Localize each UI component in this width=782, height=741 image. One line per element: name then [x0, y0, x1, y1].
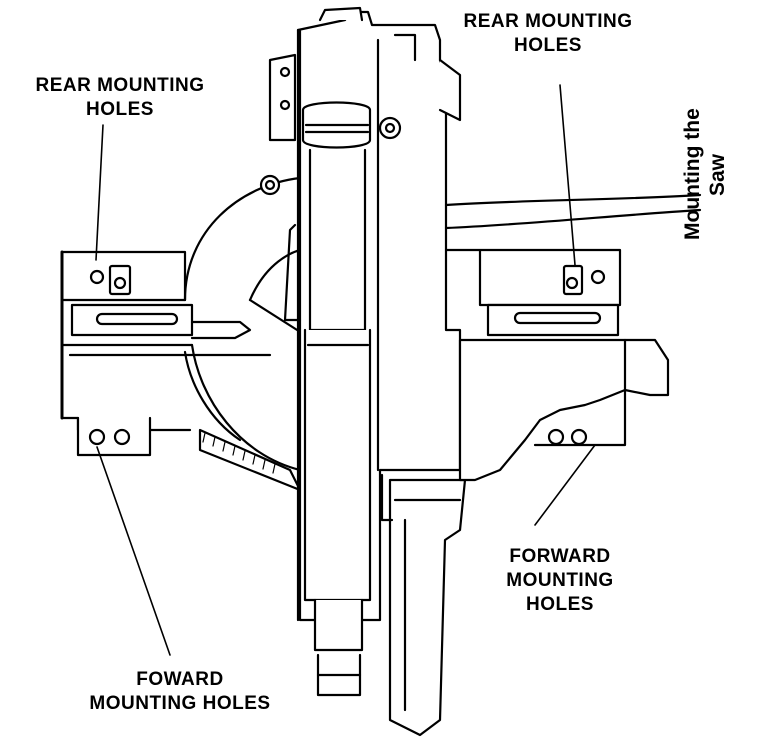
turntable [183, 176, 312, 492]
saw-arm-column [259, 6, 462, 697]
right-base-block [444, 193, 702, 482]
label-foward-mounting-holes: FOWARD MOUNTING HOLES [89, 669, 271, 714]
right-front-hole-1 [547, 428, 565, 446]
label-rear-mounting-holes-left: REAR MOUNTING HOLES [35, 75, 205, 120]
left-rear-hole-2 [113, 276, 127, 290]
label-forward-mounting-holes: FORWARD MOUNTING HOLES [506, 546, 614, 615]
right-rear-hole-1 [565, 276, 579, 290]
left-front-hole-2 [113, 428, 131, 446]
leader-rear-left [95, 124, 104, 261]
leader-forward-right [534, 444, 596, 526]
side-title-mounting-the-saw: Mounting the Saw [681, 108, 729, 240]
leader-rear-right [559, 84, 576, 266]
left-base-block [60, 250, 272, 457]
right-rear-hole-2 [590, 269, 606, 285]
left-front-hole-1 [88, 428, 106, 446]
label-rear-mounting-holes-right: REAR MOUNTING HOLES [463, 11, 633, 56]
left-rear-hole-1 [89, 269, 105, 285]
leader-lines [95, 84, 596, 656]
right-front-hole-2 [570, 428, 588, 446]
lower-handle [380, 473, 467, 737]
leader-foward-left [96, 446, 171, 656]
